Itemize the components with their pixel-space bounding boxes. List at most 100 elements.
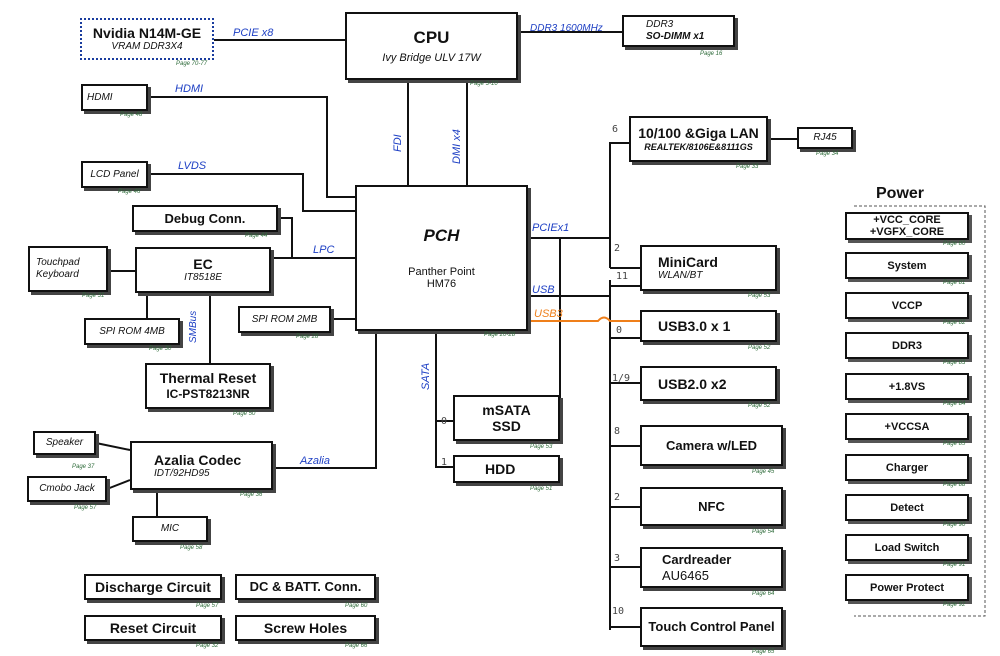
usb3-title: USB3.0 x 1 xyxy=(658,318,731,334)
pch-title: PCH xyxy=(423,226,460,245)
cmobo-title: Cmobo Jack xyxy=(39,483,95,494)
hdmi-title: HDMI xyxy=(87,91,113,103)
lan-subtitle: REALTEK/8106E&8111GS xyxy=(644,142,753,152)
gpu-title: Nvidia N14M-GE xyxy=(92,25,202,41)
gpu-page: Page 70-77 xyxy=(176,61,208,67)
discharge-page: Page 57 xyxy=(196,603,219,609)
power-rail-box: Detect xyxy=(845,494,969,521)
spirom4-page: Page 30 xyxy=(149,346,172,352)
cardreader-block: Cardreader AU6465 xyxy=(640,547,783,588)
thermal-page: Page 50 xyxy=(233,411,256,417)
power-rail-label: DDR3 xyxy=(892,339,922,352)
hdmi-page: Page 48 xyxy=(120,112,143,118)
pch-subtitle-1: Panther Point xyxy=(408,266,475,278)
gpu-block: Nvidia N14M-GE VRAM DDR3X4 xyxy=(80,18,214,60)
thermal-subtitle: IC-PST8213NR xyxy=(166,387,250,401)
hdd-title: HDD xyxy=(485,461,516,477)
cardreader-page: Page 64 xyxy=(752,591,775,597)
mic-block: MIC xyxy=(132,516,208,542)
port-nfc: 2 xyxy=(614,492,621,503)
cpu-title: CPU xyxy=(413,28,450,47)
lan-page: Page 33 xyxy=(736,164,759,170)
dcbatt-title: DC & BATT. Conn. xyxy=(249,579,362,594)
msata-block: mSATA SSD xyxy=(453,395,560,441)
cardreader-subtitle: AU6465 xyxy=(662,567,709,583)
screw-block: Screw Holes xyxy=(235,615,376,641)
thermal-block: Thermal Reset IC-PST8213NR xyxy=(145,363,271,409)
ec-subtitle: IT8518E xyxy=(184,272,222,283)
screw-title: Screw Holes xyxy=(263,620,348,636)
nfc-title: NFC xyxy=(698,498,725,514)
usb3-block: USB3.0 x 1 xyxy=(640,310,777,342)
bus-dmi: DMI x4 xyxy=(451,129,463,164)
port-minicard: 2 xyxy=(614,243,621,254)
touchctl-page: Page 65 xyxy=(752,649,775,655)
nfc-block: NFC xyxy=(640,487,783,526)
touchpad-line2: Keyboard xyxy=(36,269,79,280)
bus-ddr3: DDR3 1600MHz xyxy=(530,23,603,34)
cpu-subtitle: Ivy Bridge ULV 17W xyxy=(382,52,481,64)
cpu-block: CPU Ivy Bridge ULV 17W xyxy=(345,12,518,80)
hdmi-block: HDMI xyxy=(81,84,148,111)
power-rail-label: +1.8VS xyxy=(888,380,926,393)
usb2-block: USB2.0 x2 xyxy=(640,366,777,401)
ddr3-title: DDR3 xyxy=(646,19,674,30)
dcbatt-page: Page 60 xyxy=(345,603,368,609)
bus-smbus: SMBus xyxy=(188,310,199,343)
reset-block: Reset Circuit xyxy=(84,615,222,641)
power-rail-page: Page 88 xyxy=(943,482,966,488)
port-usb3: 0 xyxy=(616,325,623,336)
spirom2-page: Page 28 xyxy=(296,334,319,340)
discharge-block: Discharge Circuit xyxy=(84,574,222,600)
azalia-block: Azalia Codec IDT/92HD95 xyxy=(130,441,273,490)
power-title: Power xyxy=(876,185,925,202)
usb3-page: Page 52 xyxy=(748,345,771,351)
power-rail-box: System xyxy=(845,252,969,279)
camera-title: Camera w/LED xyxy=(665,437,758,453)
mic-page: Page 58 xyxy=(180,545,203,551)
camera-page: Page 45 xyxy=(752,469,775,475)
msata-title: mSATA xyxy=(482,402,531,418)
power-rail-box: +VCC_CORE+VGFX_CORE xyxy=(845,212,969,240)
spirom2-block: SPI ROM 2MB xyxy=(238,306,331,333)
ec-title: EC xyxy=(193,256,213,272)
msata-subtitle: SSD xyxy=(492,418,521,434)
reset-title: Reset Circuit xyxy=(109,620,197,636)
touchpad-block: Touchpad Keyboard xyxy=(28,246,108,292)
rj45-title: RJ45 xyxy=(813,132,837,143)
bus-fdi: FDI xyxy=(392,134,404,152)
touchpad-line1: Touchpad xyxy=(36,257,80,268)
bus-hdmi: HDMI xyxy=(175,83,204,95)
speaker-block: Speaker xyxy=(33,431,96,455)
power-rail-page: Page 83 xyxy=(943,360,966,366)
power-rail-label: VCCP xyxy=(891,299,923,312)
port-hdd: 1 xyxy=(441,457,448,468)
power-rail-page: Page 81 xyxy=(943,280,966,286)
power-rail-label: +VCC_CORE xyxy=(873,214,941,226)
minicard-page: Page 53 xyxy=(748,293,771,299)
power-rail-page: Page 85 xyxy=(943,441,966,447)
touchctl-title: Touch Control Panel xyxy=(648,619,775,634)
msata-page: Page 53 xyxy=(530,444,553,450)
power-rail-box: Load Switch xyxy=(845,534,969,561)
speaker-page: Page 37 xyxy=(72,464,95,470)
bus-sata: SATA xyxy=(420,362,432,390)
pch-subtitle-2: HM76 xyxy=(426,278,457,290)
power-rail-page: Page 92 xyxy=(943,602,966,608)
port-camera: 8 xyxy=(614,426,621,437)
debug-block: Debug Conn. xyxy=(132,205,278,232)
power-rail-label-2: +VGFX_CORE xyxy=(869,226,945,238)
lan-block: 10/100 &Giga LAN REALTEK/8106E&8111GS xyxy=(629,116,768,162)
lcd-title: LCD Panel xyxy=(90,168,139,180)
cpu-page: Page 3-10 xyxy=(470,81,498,87)
rj45-block: RJ45 xyxy=(797,127,853,149)
power-rail-box: Charger xyxy=(845,454,969,481)
port-lan: 6 xyxy=(612,124,619,135)
bus-lpc: LPC xyxy=(313,244,335,256)
rj45-page: Page 34 xyxy=(816,151,839,157)
nfc-page: Page 54 xyxy=(752,529,775,535)
bus-usb3: USB3 xyxy=(534,308,563,320)
touchctl-block: Touch Control Panel xyxy=(640,607,783,647)
power-rail-page: Page 90 xyxy=(943,522,966,528)
